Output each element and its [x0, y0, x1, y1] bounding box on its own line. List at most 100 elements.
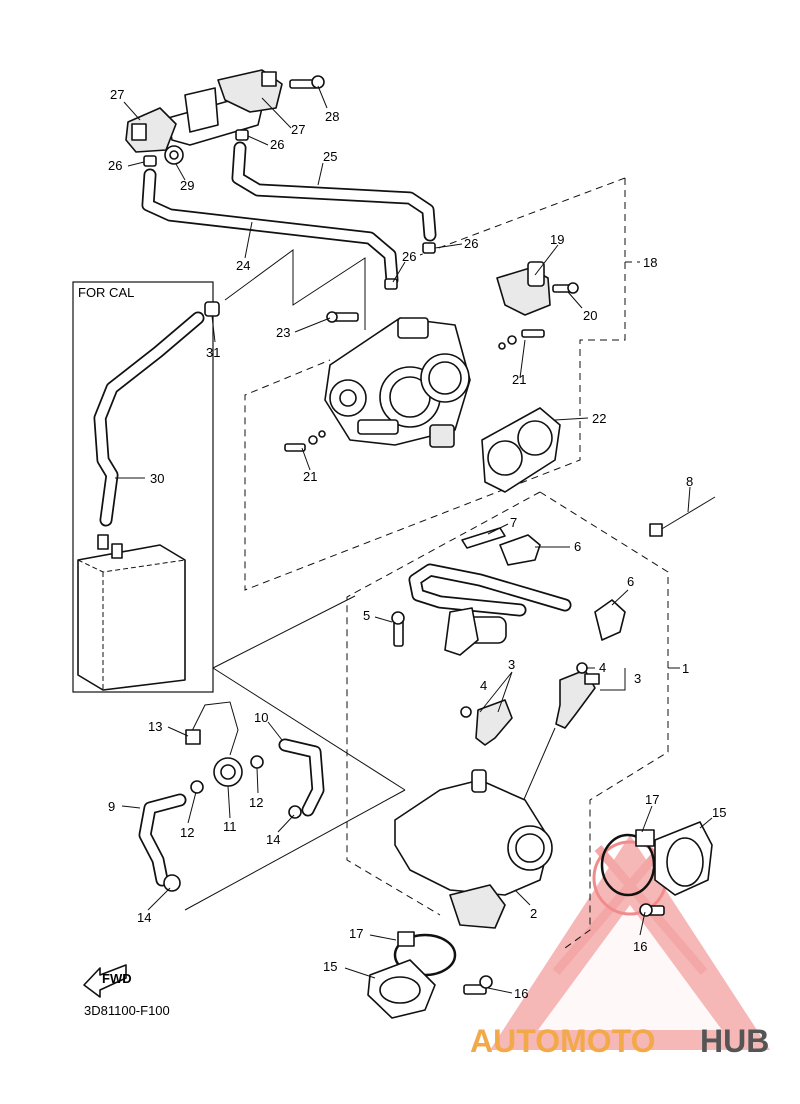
injector-left	[460, 699, 513, 746]
joint-15-bottom	[367, 959, 436, 1019]
callout-15-bottom: 15	[323, 959, 337, 974]
watermark-text: AUTOMOTO HUB	[470, 1023, 769, 1059]
screw-21-left	[284, 430, 326, 452]
leader-lines	[115, 85, 713, 994]
watermark-text-a: AUTOMOTO	[470, 1023, 655, 1059]
o-ring-4	[576, 662, 588, 674]
callout-18: 18	[643, 255, 657, 270]
callout-31: 31	[206, 345, 220, 360]
callout-1: 1	[682, 661, 689, 676]
callout-28: 28	[325, 109, 339, 124]
callout-4-left: 4	[480, 678, 487, 693]
fuel-rail	[408, 563, 572, 656]
clamp-17-right	[600, 829, 656, 897]
assembly-1-boundary	[346, 491, 680, 949]
nut-29	[164, 145, 184, 165]
callout-labels: 27 27 28 26 29 26 25 26 24 19 18 26 23 2…	[108, 87, 726, 1001]
gasket-22	[481, 407, 561, 493]
callout-26-c: 26	[464, 236, 478, 251]
clip-6-top	[499, 534, 541, 566]
assembly-18-boundary	[244, 177, 640, 591]
reference-line-body	[212, 667, 406, 791]
sensor-19	[496, 261, 551, 316]
inset-title: FOR CAL	[78, 285, 134, 300]
callout-25: 25	[323, 149, 337, 164]
callout-30: 30	[150, 471, 164, 486]
callout-6-right: 6	[627, 574, 634, 589]
callout-15-right: 15	[712, 805, 726, 820]
callout-17-right: 17	[645, 792, 659, 807]
hose-24	[141, 168, 399, 287]
sensor-27-left	[125, 107, 177, 153]
watermark-logo	[490, 835, 770, 1050]
clip-14a	[163, 874, 181, 892]
reference-line-inset	[212, 595, 356, 669]
callout-7: 7	[510, 515, 517, 530]
callout-2: 2	[530, 906, 537, 921]
callout-16-right: 16	[633, 939, 647, 954]
canister	[77, 534, 186, 691]
callout-27-right: 27	[291, 122, 305, 137]
tie-8	[649, 496, 716, 537]
callout-19: 19	[550, 232, 564, 247]
callout-16-bottom: 16	[514, 986, 528, 1001]
intake-body-2	[394, 769, 553, 929]
callout-3-left: 3	[508, 657, 515, 672]
hose-10	[278, 738, 325, 817]
joint-15-right	[654, 821, 713, 896]
clamp-26c	[422, 242, 436, 254]
callout-26-d: 26	[402, 249, 416, 264]
for-cal-inset: FOR CAL	[72, 281, 220, 693]
diagram-code: 3D81100-F100	[84, 1003, 170, 1018]
callout-21-left: 21	[303, 469, 317, 484]
callout-14-left: 14	[137, 910, 151, 925]
callout-20: 20	[583, 308, 597, 323]
reference-zigzag	[224, 249, 366, 330]
bolt-16-bottom	[463, 975, 493, 995]
callout-12-right: 12	[249, 795, 263, 810]
clamp-26d	[384, 278, 398, 290]
callout-5: 5	[363, 608, 370, 623]
washer-12a	[190, 780, 204, 794]
throttle-body	[324, 317, 471, 448]
callout-27-left: 27	[110, 87, 124, 102]
bolt-28	[289, 75, 325, 89]
callout-6-top: 6	[574, 539, 581, 554]
bolt-16-right	[639, 903, 665, 917]
callout-29: 29	[180, 178, 194, 193]
hose-9	[138, 793, 187, 887]
clip-6-right	[594, 599, 626, 641]
callout-3-right: 3	[634, 671, 641, 686]
callout-14-right: 14	[266, 832, 280, 847]
clamp-13	[185, 701, 239, 756]
callout-10: 10	[254, 710, 268, 725]
washer-12b	[250, 755, 264, 769]
sensor-11	[213, 757, 243, 787]
callout-17-bottom: 17	[349, 926, 363, 941]
tag-7	[461, 527, 506, 549]
clamp-26a	[143, 155, 157, 167]
fwd-label: FWD	[102, 971, 132, 986]
callout-22: 22	[592, 411, 606, 426]
screw-20	[552, 282, 579, 294]
screw-21-right	[498, 329, 545, 350]
callout-12-left: 12	[180, 825, 194, 840]
clamp-26b	[235, 129, 249, 141]
bolt-23	[326, 311, 359, 323]
bolt-5	[391, 611, 405, 647]
callout-9: 9	[108, 799, 115, 814]
callout-8: 8	[686, 474, 693, 489]
callout-13: 13	[148, 719, 162, 734]
callout-23: 23	[276, 325, 290, 340]
sensor-bracket	[167, 87, 263, 146]
callout-26-a: 26	[108, 158, 122, 173]
callout-21-right: 21	[512, 372, 526, 387]
clip-14b	[288, 805, 302, 819]
watermark-text-b: HUB	[700, 1023, 769, 1059]
callout-4-right: 4	[599, 660, 606, 675]
hose-25	[231, 141, 437, 242]
callout-26-b: 26	[270, 137, 284, 152]
callout-11: 11	[223, 819, 237, 834]
reference-line-hose	[184, 789, 406, 911]
